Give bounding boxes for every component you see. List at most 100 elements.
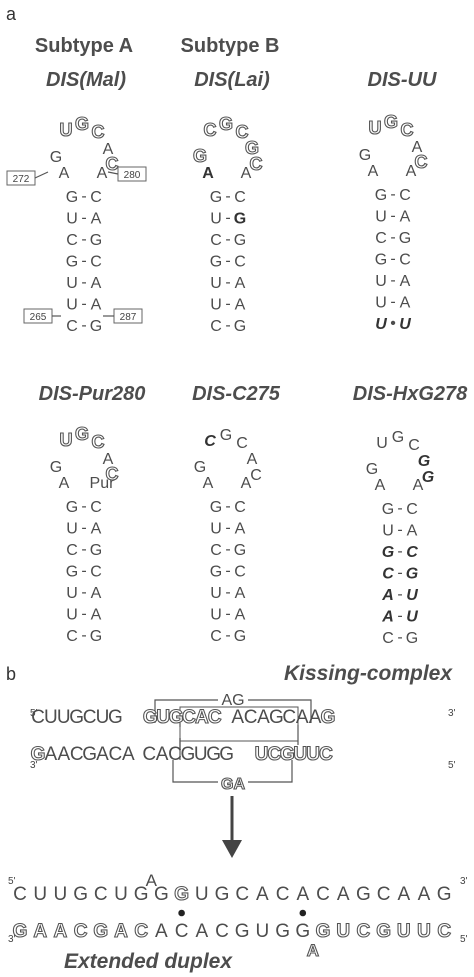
stem-nucleotide-right: C bbox=[234, 189, 246, 206]
structure-name-dis-pur280: DIS-Pur280 bbox=[39, 383, 146, 405]
stem-nucleotide-left: C bbox=[382, 566, 394, 583]
extended-bottom-nucleotide: A bbox=[33, 921, 47, 942]
base-pair-bond: - bbox=[81, 296, 86, 313]
kissing-top-nucleotide: G bbox=[143, 707, 158, 728]
base-pair-bond: - bbox=[225, 231, 230, 248]
stem-nucleotide-right: A bbox=[235, 297, 246, 314]
extended-bottom-nucleotide: G bbox=[93, 921, 108, 942]
stem-nucleotide-right: U bbox=[406, 609, 418, 626]
stem-nucleotide-right: C bbox=[399, 252, 411, 269]
kissing-bottom-nucleotide: C bbox=[109, 744, 123, 765]
stem-nucleotide-right: A bbox=[235, 607, 246, 624]
loop-nucleotide: A bbox=[241, 475, 252, 492]
loop-nucleotide: G bbox=[418, 453, 430, 470]
stem-nucleotide-right: G bbox=[234, 542, 246, 559]
base-pair-bond: - bbox=[81, 188, 86, 205]
base-pair-bond: - bbox=[225, 210, 230, 227]
kissing-top-nucleotide: C bbox=[282, 707, 296, 728]
subtype-b-heading: Subtype B bbox=[181, 35, 280, 57]
stem-nucleotide-right: C bbox=[406, 501, 418, 518]
stem-nucleotide-right: A bbox=[400, 209, 411, 226]
extended-top-nucleotide: G bbox=[174, 884, 189, 905]
loop-nucleotide: G bbox=[75, 424, 89, 444]
loop-nucleotide: A bbox=[413, 477, 424, 494]
extended-top-nucleotide: C bbox=[235, 884, 249, 905]
base-pair-bond: - bbox=[225, 296, 230, 313]
base-pair-bond: - bbox=[397, 586, 402, 603]
loop-nucleotide: C bbox=[250, 154, 263, 174]
base-pair-bond: - bbox=[81, 606, 86, 623]
stem-nucleotide-left: A bbox=[381, 587, 394, 604]
stem-nucleotide-left: C bbox=[210, 318, 222, 335]
extended-top-nucleotide: A bbox=[256, 884, 269, 905]
stem-nucleotide-left: C bbox=[66, 318, 78, 335]
kissing-top-nucleotide: U bbox=[44, 707, 58, 728]
stem-nucleotide-right: A bbox=[91, 585, 102, 602]
stem-nucleotide-left: U bbox=[210, 297, 222, 314]
extended-duplex-title: Extended duplex bbox=[64, 950, 233, 973]
stem-nucleotide-right: A bbox=[235, 585, 246, 602]
loop-nucleotide: G bbox=[359, 147, 371, 164]
base-pair-bond: - bbox=[390, 294, 395, 311]
base-pair-bond: - bbox=[225, 317, 230, 334]
base-pair-bond: - bbox=[397, 565, 402, 582]
extended-top-nucleotide: U bbox=[114, 884, 128, 905]
stem-nucleotide-right: C bbox=[90, 564, 102, 581]
down-arrow-icon bbox=[222, 796, 242, 858]
kissing-bottom-nucleotide: C bbox=[70, 744, 84, 765]
stem-nucleotide-left: U bbox=[375, 273, 387, 290]
extended-bottom-nucleotide: C bbox=[215, 921, 229, 942]
kissing-bottom-nucleotide: A bbox=[156, 744, 169, 765]
base-pair-bond: - bbox=[81, 541, 86, 558]
bulge-nucleotide-bottom: A bbox=[307, 941, 319, 960]
base-pair-bond: - bbox=[225, 498, 230, 515]
stem-nucleotide-left: G bbox=[210, 499, 222, 516]
stem-nucleotide-left: G bbox=[375, 187, 387, 204]
loop-nucleotide: G bbox=[392, 429, 404, 446]
top-loop-ag: AG bbox=[221, 692, 244, 709]
kissing-bottom-nucleotide: U bbox=[194, 744, 208, 765]
stem-nucleotide-left: U bbox=[210, 521, 222, 538]
loop-nucleotide: U bbox=[60, 120, 73, 140]
stem-nucleotide-left: A bbox=[381, 609, 394, 626]
loop-nucleotide: G bbox=[245, 138, 259, 158]
base-pair-bond: - bbox=[81, 584, 86, 601]
loop-nucleotide: G bbox=[220, 427, 232, 444]
five-prime-label: 5' bbox=[460, 934, 468, 945]
stem-nucleotide-right: G bbox=[406, 566, 418, 583]
extended-top-nucleotide: U bbox=[54, 884, 68, 905]
kissing-bottom-nucleotide: U bbox=[293, 744, 307, 765]
kissing-bottom-nucleotide: A bbox=[45, 744, 58, 765]
stem-nucleotide-right: G bbox=[90, 318, 102, 335]
kissing-top-nucleotide: A bbox=[309, 707, 322, 728]
extended-bottom-nucleotide: U bbox=[397, 921, 411, 942]
stem-nucleotide-left: G bbox=[210, 254, 222, 271]
base-pair-bond: - bbox=[225, 606, 230, 623]
stem-nucleotide-left: C bbox=[66, 628, 78, 645]
residue-number-280: 280 bbox=[124, 170, 141, 181]
subtype-a-heading: Subtype A bbox=[35, 35, 133, 57]
stem-nucleotide-left: G bbox=[375, 252, 387, 269]
extended-bottom-nucleotide: G bbox=[275, 921, 290, 942]
kissing-bottom-nucleotide: A bbox=[57, 744, 70, 765]
extended-top-nucleotide: G bbox=[437, 884, 452, 905]
stem-nucleotide-left: U bbox=[375, 316, 387, 333]
stem-nucleotide-left: C bbox=[210, 542, 222, 559]
kissing-bottom-nucleotide: G bbox=[82, 744, 97, 765]
extended-top-nucleotide: C bbox=[94, 884, 108, 905]
stem-nucleotide-left: C bbox=[66, 232, 78, 249]
extended-bottom-nucleotide: A bbox=[54, 921, 68, 942]
stem-nucleotide-right: C bbox=[90, 189, 102, 206]
kissing-bottom-nucleotide: A bbox=[122, 744, 135, 765]
five-prime-label: 5' bbox=[448, 760, 456, 771]
loop-nucleotide: C bbox=[408, 437, 420, 454]
base-pair-bond: - bbox=[390, 251, 395, 268]
stem-nucleotide-left: C bbox=[66, 542, 78, 559]
bulge-nucleotide-top: A bbox=[146, 871, 158, 890]
stem-nucleotide-left: U bbox=[66, 275, 78, 292]
extended-top-nucleotide: G bbox=[356, 884, 371, 905]
